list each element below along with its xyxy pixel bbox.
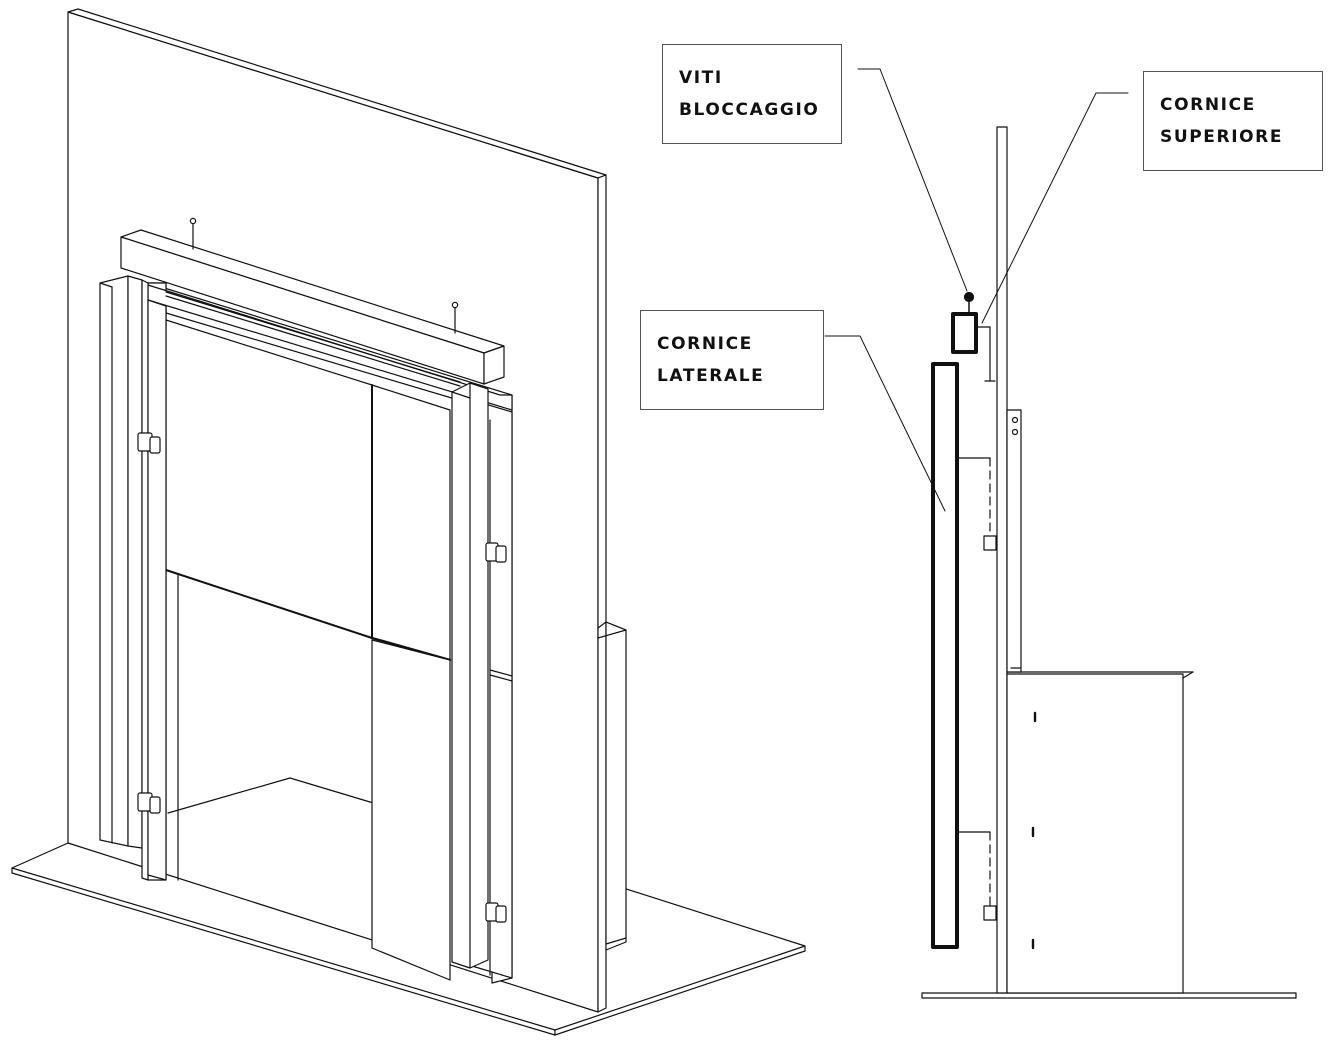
screw-left [189, 217, 197, 250]
top-cornice-beam [120, 229, 505, 385]
side-wall [996, 126, 1008, 994]
leader-lines [824, 68, 1129, 512]
hinge-right-upper [485, 542, 507, 563]
callout-superiore-line-1: CORNICE [1160, 95, 1256, 115]
callout-laterale-line-2: LATERALE [657, 366, 765, 386]
left-lateral-cornice [99, 275, 167, 881]
callout-cornice-superiore: CORNICE SUPERIORE [1143, 71, 1323, 171]
hinge-left-lower [137, 792, 161, 814]
side-view [921, 126, 1297, 999]
side-screw [963, 291, 975, 313]
door-panel-upper-right [370, 384, 452, 662]
door-panel-lower [371, 639, 451, 981]
callout-viti-bloccaggio: VITI BLOCCAGGIO [662, 44, 842, 144]
side-top-cornice [951, 312, 978, 354]
side-hinges [983, 535, 997, 921]
callout-laterale-line-1: CORNICE [657, 334, 753, 354]
right-lateral-cornice [451, 382, 489, 969]
side-cabin [1006, 671, 1194, 994]
callout-viti-line-1: VITI [679, 68, 723, 88]
side-lateral-cornice [931, 362, 959, 949]
cabin-floor-line [167, 777, 381, 814]
hinge-right-lower [485, 902, 507, 923]
leader-cornice-laterale [824, 335, 946, 512]
ground-line [921, 992, 1297, 999]
callout-superiore-line-2: SUPERIORE [1160, 127, 1284, 147]
screw-right [451, 301, 459, 334]
hinge-left-upper [137, 432, 161, 454]
top-bracket [974, 326, 996, 382]
door-mechanism [1006, 409, 1022, 673]
isometric-view [11, 8, 806, 1036]
callout-cornice-laterale: CORNICE LATERALE [640, 310, 824, 410]
cabin-slots [1031, 711, 1037, 950]
leader-viti [857, 68, 968, 292]
callout-viti-line-2: BLOCCAGGIO [679, 100, 820, 120]
leader-cornice-superiore [981, 92, 1129, 324]
cabin-box [597, 621, 627, 951]
